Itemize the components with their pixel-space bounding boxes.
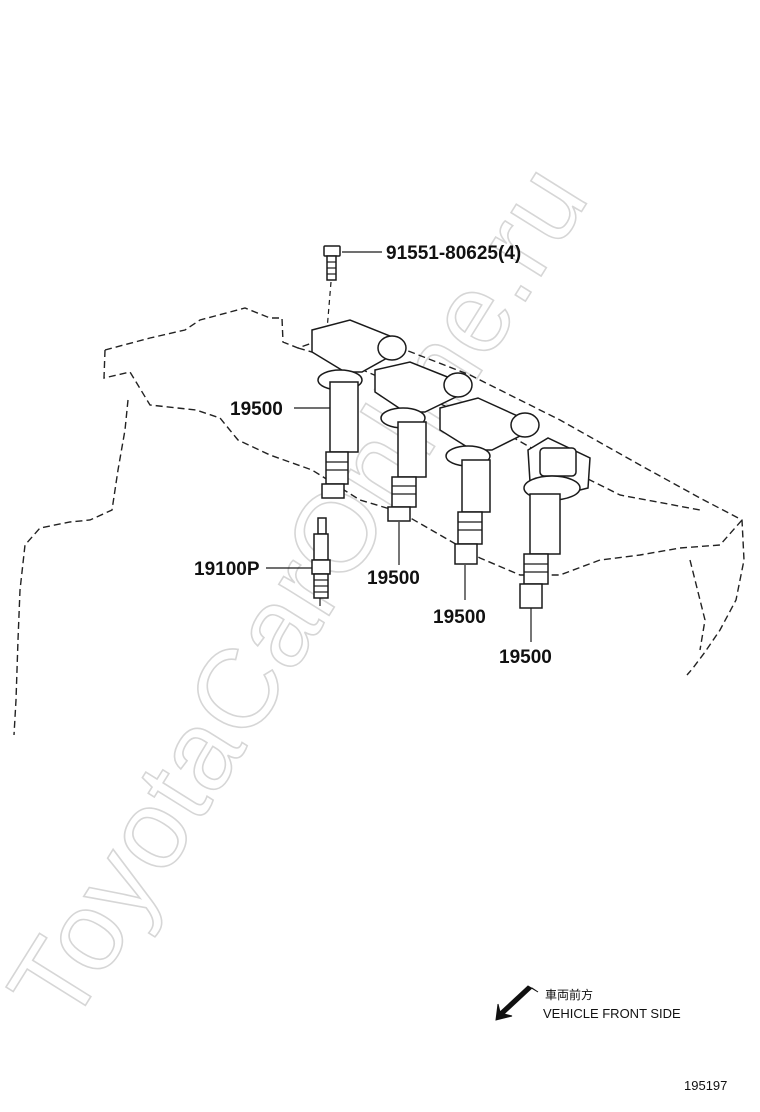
ignition-coil-2[interactable] [374,361,473,522]
illustration-number: 195197 [684,1078,727,1093]
spark-plug[interactable] [311,517,331,606]
arrow-down-left-icon [495,985,539,1021]
note-english: VEHICLE FRONT SIDE [543,1006,681,1021]
label-coil-1[interactable]: 19500 [230,399,283,420]
ignition-coil-4[interactable] [519,437,591,609]
vehicle-front-note: 車両前方 VEHICLE FRONT SIDE [495,985,681,1021]
ignition-coil-1[interactable] [311,319,407,499]
label-spark-plug[interactable]: 19100P [194,559,260,580]
label-coil-4[interactable]: 19500 [499,647,552,668]
engine-head-outline [13,307,745,736]
note-japanese: 車両前方 [545,987,593,1002]
label-coil-2[interactable]: 19500 [367,568,420,589]
bolt-91551[interactable] [323,245,341,331]
label-coil-3[interactable]: 19500 [433,607,486,628]
label-bolt[interactable]: 91551-80625(4) [386,243,521,264]
ignition-coil-3[interactable] [439,397,540,565]
